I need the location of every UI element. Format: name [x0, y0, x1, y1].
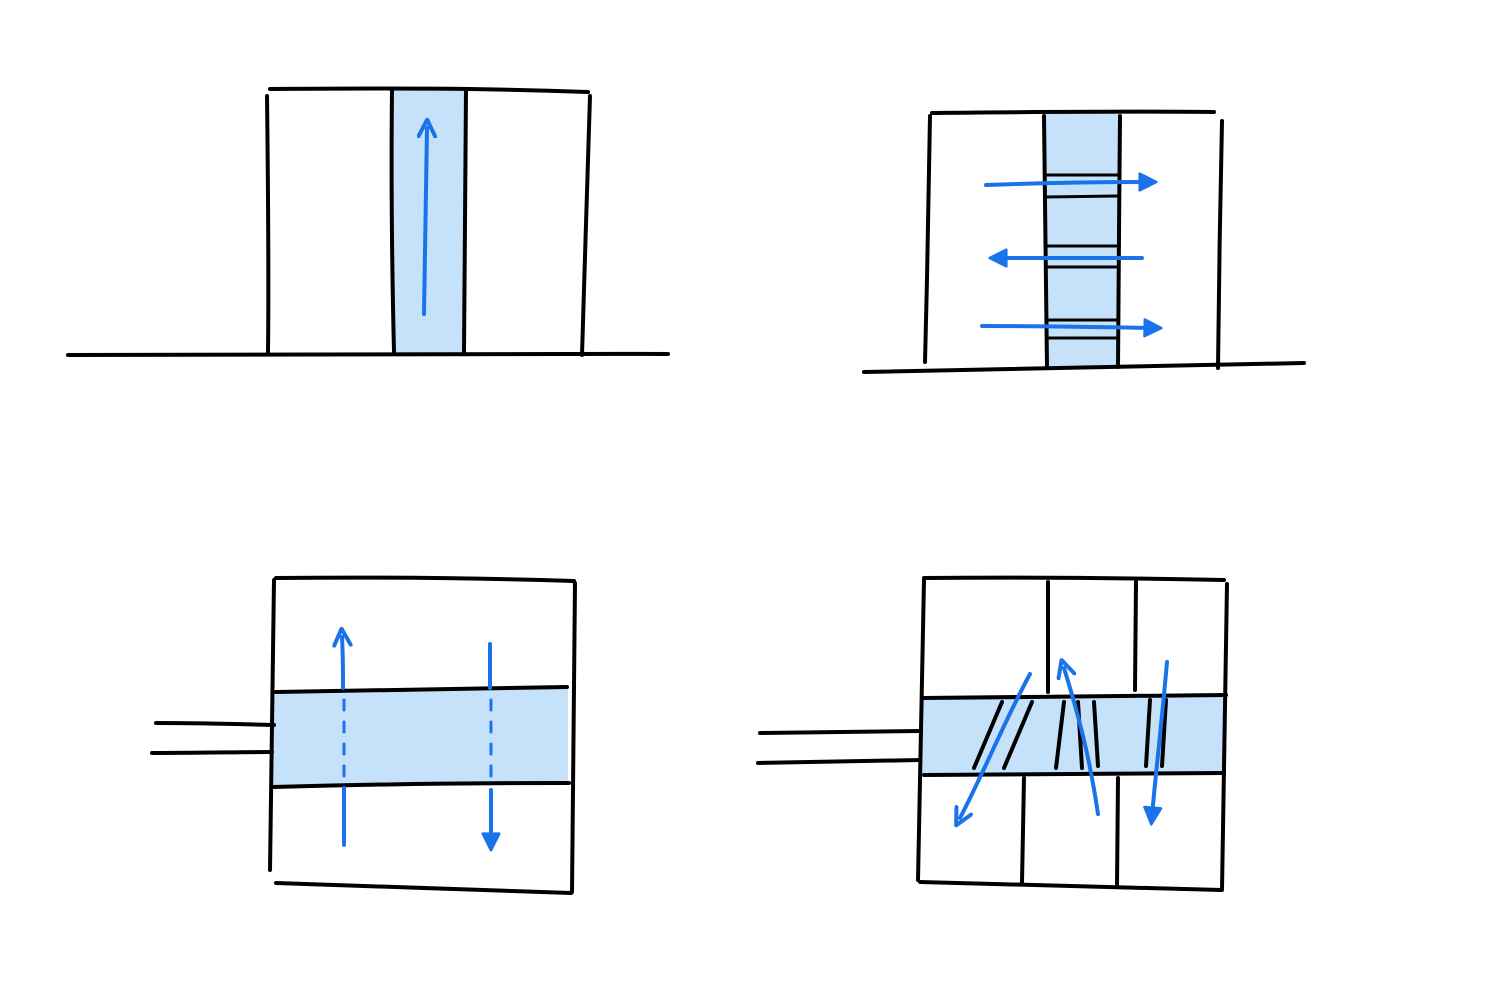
shaft-highlight — [393, 88, 466, 356]
shaft-right-wall — [1116, 114, 1122, 369]
floor-slab — [1044, 194, 1119, 199]
panel-horizontal-band-grid — [756, 575, 1229, 892]
building-right-wall — [1216, 119, 1224, 370]
panel-vertical-shaft-floors — [862, 109, 1306, 374]
flow-arrow-right — [980, 318, 1163, 338]
building-bottom — [918, 880, 1223, 892]
connector-line — [154, 721, 276, 727]
band-strut — [1054, 700, 1066, 770]
building-top — [922, 575, 1226, 582]
flow-arrow-down — [1143, 660, 1169, 826]
building-right-wall — [570, 581, 577, 894]
flow-arrow-up — [424, 128, 427, 316]
band-strut — [1144, 698, 1152, 768]
building-roof — [930, 109, 1216, 115]
band-strut — [972, 700, 1004, 770]
flow-arrow-up-segment — [342, 637, 343, 690]
ground-line — [66, 351, 670, 357]
band-bottom-edge — [922, 771, 1226, 777]
building-top — [274, 575, 576, 583]
building-left-wall — [923, 114, 932, 364]
shaft-highlight — [1045, 112, 1119, 368]
grid-wall — [1115, 776, 1120, 888]
flow-arrow-diagonal-up — [1064, 668, 1100, 816]
panel-horizontal-band — [150, 575, 577, 895]
flow-arrow-diagonal-down-left — [960, 672, 1032, 818]
grid-wall — [1020, 776, 1026, 884]
shaft-left-wall — [389, 87, 396, 354]
building-roof — [268, 86, 590, 94]
grid-wall — [1133, 580, 1138, 692]
shaft-right-wall — [462, 88, 468, 354]
connector-line — [758, 729, 922, 735]
building-right-wall — [580, 94, 592, 357]
band-top-edge — [920, 693, 1228, 700]
building-left-wall — [268, 578, 276, 872]
band-strut — [1092, 700, 1100, 768]
building-right-wall — [1220, 582, 1229, 892]
connector-line — [756, 758, 922, 765]
connector-line — [150, 750, 274, 755]
panel-vertical-shaft-continuous — [66, 86, 670, 357]
ground-line — [862, 361, 1306, 374]
band-strut — [1160, 698, 1168, 768]
band-highlight — [272, 688, 568, 786]
building-left-wall — [265, 94, 271, 354]
band-strut — [1002, 700, 1034, 770]
band-bottom-edge — [271, 781, 571, 789]
flow-arrow-right — [984, 172, 1158, 192]
building-bottom — [274, 881, 573, 895]
band-top-edge — [274, 685, 569, 694]
